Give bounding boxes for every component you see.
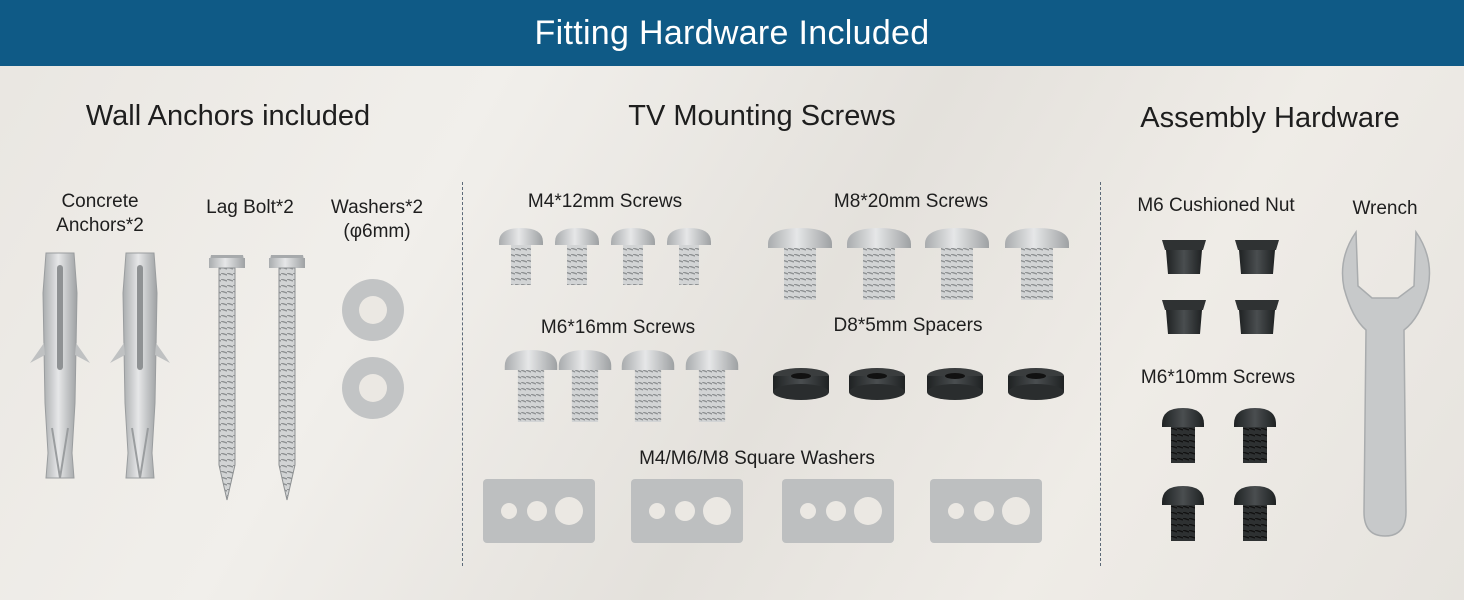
- m6-screw-2: [558, 350, 612, 422]
- wall-anchors-title: Wall Anchors included: [85, 100, 371, 132]
- m4-screws-label: M4*12mm Screws: [527, 191, 683, 212]
- m8-screw-4: [1005, 228, 1069, 300]
- square-washer-4: [930, 479, 1042, 543]
- cushioned-nut-2: [1235, 240, 1279, 274]
- spacers-label: D8*5mm Spacers: [833, 315, 983, 336]
- wrench-label: Wrench: [1352, 198, 1418, 219]
- spacer-4: [1008, 368, 1064, 400]
- lag-bolt-2: [268, 254, 306, 501]
- m6-screw-3: [621, 350, 675, 422]
- washers-line1: Washers*2: [330, 197, 424, 218]
- page-banner: Fitting Hardware Included: [0, 0, 1464, 66]
- section-divider-left: [462, 182, 463, 566]
- washers-line2: (φ6mm): [343, 221, 411, 242]
- concrete-anchors-line2: Anchors*2: [56, 215, 144, 236]
- m6-screw-4: [685, 350, 739, 422]
- m4-screw-4: [667, 228, 711, 285]
- spacer-3: [927, 368, 983, 400]
- m6-screw-1: [504, 350, 558, 422]
- square-washer-2: [631, 479, 743, 543]
- lag-bolt-label: Lag Bolt*2: [206, 197, 294, 218]
- tv-screws-title: TV Mounting Screws: [628, 100, 896, 132]
- m8-screw-1: [768, 228, 832, 300]
- m6-10-screw-1: [1162, 408, 1204, 463]
- square-washer-3: [782, 479, 894, 543]
- concrete-anchors-label: Concrete Anchors*2: [56, 190, 144, 238]
- m8-screws-label: M8*20mm Screws: [833, 191, 989, 212]
- cushioned-nut-4: [1235, 300, 1279, 334]
- concrete-anchor-1: [29, 252, 91, 479]
- square-washer-1: [483, 479, 595, 543]
- assembly-hardware-title: Assembly Hardware: [1140, 102, 1400, 134]
- washers-label: Washers*2 (φ6mm): [331, 196, 423, 244]
- cushioned-nut-label: M6 Cushioned Nut: [1137, 195, 1295, 216]
- cushioned-nut-1: [1162, 240, 1206, 274]
- m6-10-screw-2: [1234, 408, 1276, 463]
- m6-10-screw-4: [1234, 486, 1276, 541]
- banner-title: Fitting Hardware Included: [534, 13, 930, 52]
- concrete-anchors-line1: Concrete: [61, 191, 139, 212]
- spacer-2: [849, 368, 905, 400]
- washer-2: [342, 357, 404, 419]
- lag-bolt-1: [208, 254, 246, 501]
- m8-screw-3: [925, 228, 989, 300]
- m4-screw-3: [611, 228, 655, 285]
- m4-screw-1: [499, 228, 543, 285]
- spacer-1: [773, 368, 829, 400]
- m6-screws-label: M6*16mm Screws: [540, 317, 696, 338]
- section-divider-right: [1100, 182, 1101, 566]
- m4-screw-2: [555, 228, 599, 285]
- cushioned-nut-3: [1162, 300, 1206, 334]
- square-washers-label: M4/M6/M8 Square Washers: [639, 448, 875, 469]
- m6-10-screw-3: [1162, 486, 1204, 541]
- m8-screw-2: [847, 228, 911, 300]
- concrete-anchor-2: [109, 252, 171, 479]
- washer-1: [342, 279, 404, 341]
- wrench-icon: [1341, 229, 1431, 537]
- m6-10-screws-label: M6*10mm Screws: [1140, 367, 1296, 388]
